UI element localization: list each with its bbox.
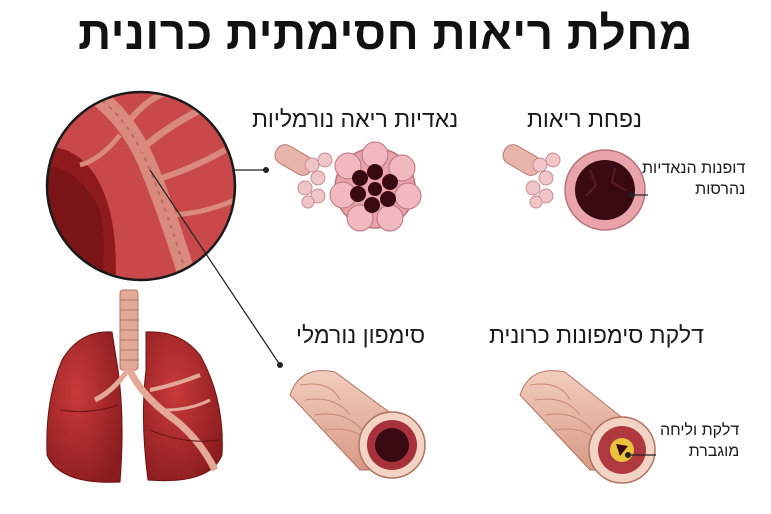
label-normal-bronchus: סימפון נורמלי	[296, 322, 426, 348]
label-inflammation: דלקת וליחה מוגברת	[660, 420, 739, 462]
label-normal-alveoli: נאדיות ריאה נורמליות	[252, 106, 459, 132]
page-title: מחלת ריאות חסימתית כרונית	[78, 7, 693, 59]
label-inflammation-line1: דלקת וליחה	[660, 422, 740, 439]
emphysema-alveoli-illustration	[502, 144, 646, 231]
label-emphysema: נפחת ריאות	[527, 106, 642, 132]
pointer-line-bronchus	[149, 169, 281, 366]
normal-bronchus-illustration	[289, 370, 426, 479]
label-chronic-bronchitis: דלקת סימפונות כרונית	[489, 322, 704, 348]
lungs-illustration	[46, 289, 223, 483]
label-destroyed-walls: דופנות הנאדיות נהרסות	[642, 158, 745, 200]
magnifier-ring	[45, 90, 237, 282]
label-inflammation-line2: מוגברת	[688, 443, 740, 460]
label-destroyed-walls-line1: דופנות הנאדיות	[642, 160, 746, 177]
bronchitis-illustration	[519, 370, 656, 484]
magnified-lung-section	[47, 92, 235, 280]
label-destroyed-walls-line2: נהרסות	[695, 181, 746, 198]
normal-alveoli-illustration	[274, 141, 422, 232]
